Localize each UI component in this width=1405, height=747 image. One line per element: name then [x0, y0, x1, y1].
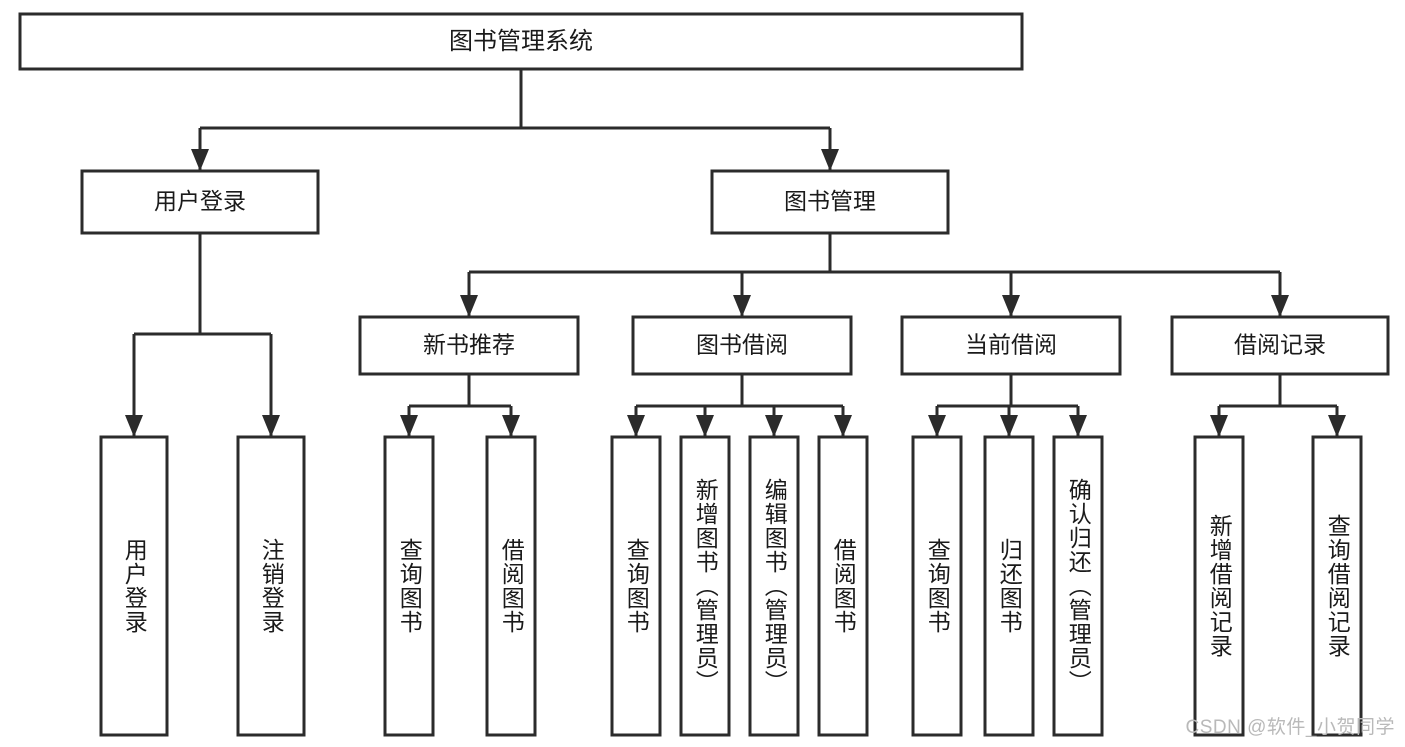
node-label-leaf-user-logout: 注销登录 — [258, 538, 285, 634]
node-label-leaf-add-record: 新增借阅记录 — [1206, 514, 1233, 658]
arrow-down-icon-leaf-borrow-book-2 — [834, 415, 852, 437]
node-label-leaf-borrow-book-1: 借阅图书 — [498, 538, 525, 634]
node-box-leaf-user-login — [99, 435, 169, 737]
node-box-leaf-edit-book — [748, 435, 800, 737]
node-book-borrow[interactable]: 图书借阅 — [631, 315, 853, 376]
node-leaf-return-book[interactable]: 归还图书 — [983, 435, 1035, 737]
node-book-manage[interactable]: 图书管理 — [710, 169, 950, 235]
arrow-down-icon-leaf-edit-book — [765, 415, 783, 437]
node-box-leaf-query-book-3 — [911, 435, 963, 737]
node-box-root — [18, 12, 1024, 71]
node-label-wrap-leaf-query-book-1: 查询图书 — [396, 538, 423, 634]
node-label-new-book-rec: 新书推荐 — [423, 332, 515, 358]
node-label-leaf-query-book-1: 查询图书 — [396, 538, 423, 634]
node-leaf-edit-book[interactable]: 编辑图书（管理员） — [748, 435, 800, 737]
node-label-leaf-query-book-2: 查询图书 — [623, 538, 650, 634]
node-label-leaf-add-book: 新增图书（管理员） — [692, 478, 719, 694]
node-layer: 图书管理系统用户登录用户登录注销登录图书管理新书推荐查询图书借阅图书图书借阅查询… — [18, 12, 1390, 737]
arrow-down-icon-new-book-rec — [460, 295, 478, 317]
node-label-book-borrow: 图书借阅 — [696, 332, 788, 358]
node-leaf-confirm-return[interactable]: 确认归还（管理员） — [1052, 435, 1104, 737]
node-box-leaf-query-book-1 — [383, 435, 435, 737]
node-label-wrap-leaf-user-logout: 注销登录 — [258, 538, 285, 634]
node-label-leaf-query-book-3: 查询图书 — [924, 538, 951, 634]
node-leaf-add-book[interactable]: 新增图书（管理员） — [679, 435, 731, 737]
node-box-leaf-return-book — [983, 435, 1035, 737]
node-box-new-book-rec — [358, 315, 580, 376]
node-box-book-borrow — [631, 315, 853, 376]
node-box-book-manage — [710, 169, 950, 235]
arrow-down-icon-leaf-add-book — [696, 415, 714, 437]
arrow-down-icon-leaf-query-record — [1328, 415, 1346, 437]
node-label-wrap-leaf-confirm-return: 确认归还（管理员） — [1065, 478, 1092, 694]
node-leaf-borrow-book-1[interactable]: 借阅图书 — [485, 435, 537, 737]
node-label-wrap-leaf-add-book: 新增图书（管理员） — [692, 478, 719, 694]
arrow-down-icon-leaf-confirm-return — [1069, 415, 1087, 437]
node-box-leaf-borrow-book-1 — [485, 435, 537, 737]
node-box-leaf-add-book — [679, 435, 731, 737]
node-label-borrow-record: 借阅记录 — [1234, 332, 1326, 358]
node-leaf-query-book-1[interactable]: 查询图书 — [383, 435, 435, 737]
node-box-user-login — [80, 169, 320, 235]
node-leaf-query-record[interactable]: 查询借阅记录 — [1311, 435, 1363, 737]
node-box-leaf-query-book-2 — [610, 435, 662, 737]
node-label-leaf-user-login: 用户登录 — [121, 538, 148, 634]
node-leaf-user-login[interactable]: 用户登录 — [99, 435, 169, 737]
node-box-leaf-user-logout — [236, 435, 306, 737]
node-label-root: 图书管理系统 — [449, 28, 593, 55]
node-label-wrap-leaf-query-book-2: 查询图书 — [623, 538, 650, 634]
node-label-current-borrow: 当前借阅 — [965, 332, 1057, 358]
node-root[interactable]: 图书管理系统 — [18, 12, 1024, 71]
arrow-down-icon-leaf-query-book-3 — [928, 415, 946, 437]
node-user-login[interactable]: 用户登录 — [80, 169, 320, 235]
arrow-down-icon-leaf-query-book-1 — [400, 415, 418, 437]
node-box-leaf-borrow-book-2 — [817, 435, 869, 737]
node-box-current-borrow — [900, 315, 1122, 376]
arrow-down-icon-leaf-user-login — [125, 415, 143, 437]
arrow-down-icon-leaf-return-book — [1000, 415, 1018, 437]
arrow-down-icon-leaf-borrow-book-1 — [502, 415, 520, 437]
arrow-down-icon-borrow-record — [1271, 295, 1289, 317]
node-leaf-query-book-2[interactable]: 查询图书 — [610, 435, 662, 737]
arrow-down-icon-leaf-user-logout — [262, 415, 280, 437]
node-leaf-user-logout[interactable]: 注销登录 — [236, 435, 306, 737]
node-label-leaf-edit-book: 编辑图书（管理员） — [761, 478, 788, 694]
node-label-wrap-leaf-return-book: 归还图书 — [996, 538, 1023, 634]
node-label-leaf-return-book: 归还图书 — [996, 538, 1023, 634]
arrow-down-icon-leaf-query-book-2 — [627, 415, 645, 437]
node-label-wrap-leaf-edit-book: 编辑图书（管理员） — [761, 478, 788, 694]
node-leaf-query-book-3[interactable]: 查询图书 — [911, 435, 963, 737]
node-label-leaf-query-record: 查询借阅记录 — [1324, 514, 1351, 658]
node-label-user-login: 用户登录 — [154, 188, 246, 214]
node-label-leaf-confirm-return: 确认归还（管理员） — [1065, 478, 1092, 694]
node-label-wrap-leaf-add-record: 新增借阅记录 — [1206, 514, 1233, 658]
node-leaf-add-record[interactable]: 新增借阅记录 — [1193, 435, 1245, 737]
node-label-wrap-leaf-borrow-book-1: 借阅图书 — [498, 538, 525, 634]
node-borrow-record[interactable]: 借阅记录 — [1170, 315, 1390, 376]
node-label-wrap-leaf-query-record: 查询借阅记录 — [1324, 514, 1351, 658]
node-label-wrap-leaf-query-book-3: 查询图书 — [924, 538, 951, 634]
node-box-leaf-query-record — [1311, 435, 1363, 737]
arrow-down-icon-current-borrow — [1002, 295, 1020, 317]
node-label-wrap-leaf-user-login: 用户登录 — [121, 538, 148, 634]
node-new-book-rec[interactable]: 新书推荐 — [358, 315, 580, 376]
node-box-borrow-record — [1170, 315, 1390, 376]
arrow-down-icon-book-borrow — [733, 295, 751, 317]
node-leaf-borrow-book-2[interactable]: 借阅图书 — [817, 435, 869, 737]
node-label-leaf-borrow-book-2: 借阅图书 — [830, 538, 857, 634]
node-label-book-manage: 图书管理 — [784, 188, 876, 214]
arrow-down-icon-user-login — [191, 149, 209, 171]
arrow-down-icon-leaf-add-record — [1210, 415, 1228, 437]
node-box-leaf-confirm-return — [1052, 435, 1104, 737]
arrow-down-icon-book-manage — [821, 149, 839, 171]
node-current-borrow[interactable]: 当前借阅 — [900, 315, 1122, 376]
node-label-wrap-leaf-borrow-book-2: 借阅图书 — [830, 538, 857, 634]
node-box-leaf-add-record — [1193, 435, 1245, 737]
connector-layer — [125, 69, 1346, 437]
